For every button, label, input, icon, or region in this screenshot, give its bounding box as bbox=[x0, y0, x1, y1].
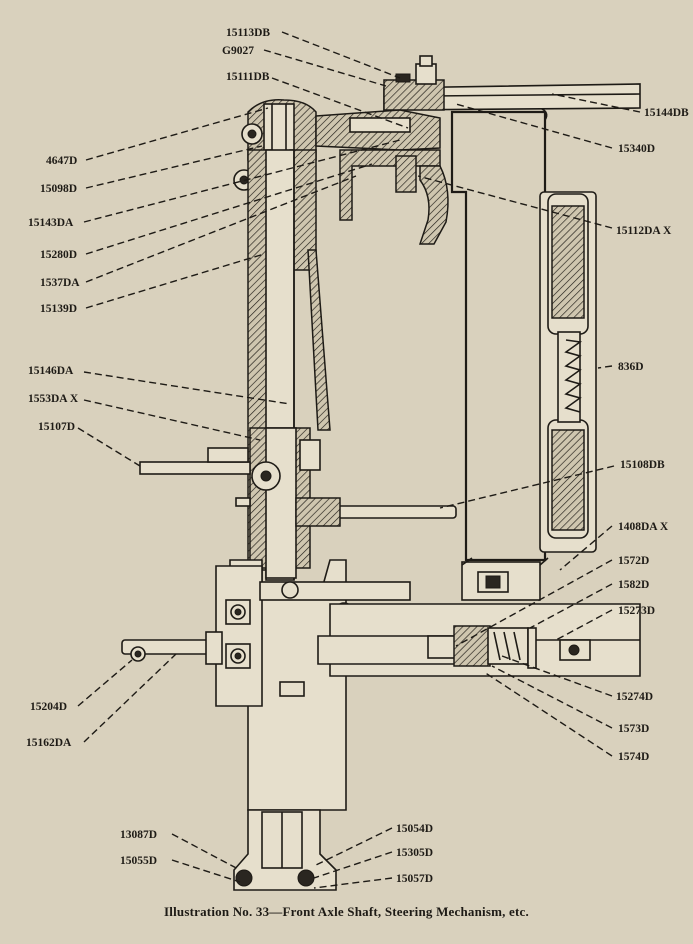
label-836D: 836D bbox=[618, 361, 644, 373]
label-1553DAX: 1553DA X bbox=[28, 393, 79, 405]
label-13087D: 13087D bbox=[120, 829, 157, 841]
label-1574D: 1574D bbox=[618, 751, 649, 763]
label-15108DB: 15108DB bbox=[620, 459, 665, 471]
label-15112DAX: 15112DA X bbox=[616, 225, 672, 237]
bottom-hub bbox=[233, 809, 337, 891]
label-15274D: 15274D bbox=[616, 691, 653, 703]
label-15305D: 15305D bbox=[396, 847, 433, 859]
label-G9027: G9027 bbox=[222, 45, 254, 57]
tie-rod-end bbox=[427, 625, 591, 669]
left-axle-rod bbox=[121, 631, 223, 665]
label-15098D: 15098D bbox=[40, 183, 77, 195]
label-15273D: 15273D bbox=[618, 605, 655, 617]
label-15054D: 15054D bbox=[396, 823, 433, 835]
label-1572D: 1572D bbox=[618, 555, 649, 567]
label-15139D: 15139D bbox=[40, 303, 77, 315]
left-stub-rod bbox=[139, 447, 251, 507]
label-15113DB: 15113DB bbox=[226, 27, 270, 39]
label-1582D: 1582D bbox=[618, 579, 649, 591]
label-15143DA: 15143DA bbox=[28, 217, 74, 229]
label-15144DB: 15144DB bbox=[644, 107, 689, 119]
label-1537DA: 1537DA bbox=[40, 277, 80, 289]
label-15055D: 15055D bbox=[120, 855, 157, 867]
label-15162DA: 15162DA bbox=[26, 737, 72, 749]
label-15057D: 15057D bbox=[396, 873, 433, 885]
label-15280D: 15280D bbox=[40, 249, 77, 261]
label-15204D: 15204D bbox=[30, 701, 67, 713]
frame-housing bbox=[450, 107, 549, 601]
label-1573D: 1573D bbox=[618, 723, 649, 735]
label-4647D: 4647D bbox=[46, 155, 77, 167]
label-15340D: 15340D bbox=[618, 143, 655, 155]
label-1408DAX: 1408DA X bbox=[618, 521, 669, 533]
spindle-body bbox=[215, 559, 411, 811]
label-15111DB: 15111DB bbox=[226, 71, 270, 83]
spring-assembly bbox=[539, 191, 597, 553]
label-15146DA: 15146DA bbox=[28, 365, 74, 377]
label-15107D: 15107D bbox=[38, 421, 75, 433]
steering-arm-top bbox=[383, 55, 641, 111]
part-labels: 15113DB G9027 15111DB 15144DB 15340D 464… bbox=[26, 27, 689, 885]
figure-caption: Illustration No. 33—Front Axle Shaft, St… bbox=[164, 904, 529, 919]
drag-link-rod bbox=[295, 497, 457, 527]
leader-lines bbox=[77, 31, 641, 889]
